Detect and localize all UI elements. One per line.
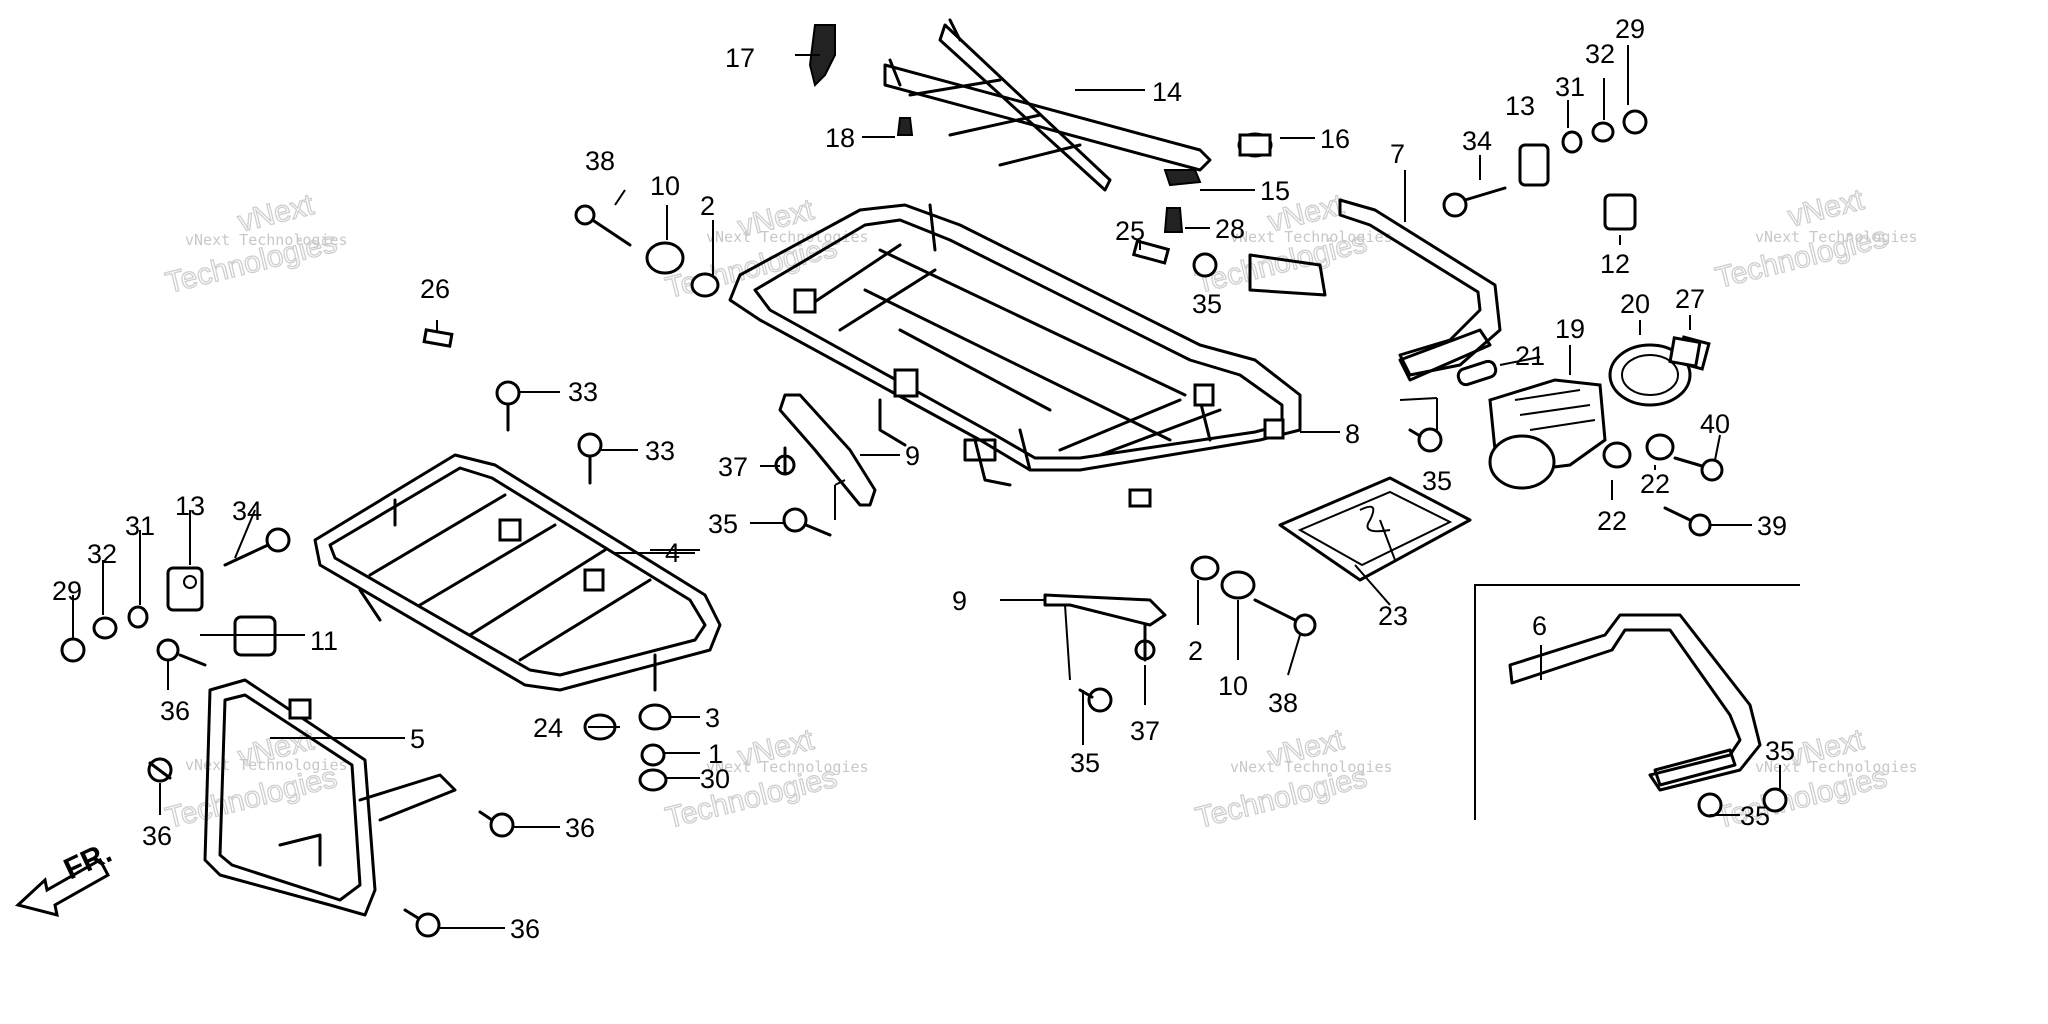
watermark-company: vNext Technologies bbox=[706, 758, 869, 776]
front-direction-arrow: FR. bbox=[14, 836, 117, 918]
callout-31: 31 bbox=[125, 511, 155, 541]
callout-33: 33 bbox=[645, 436, 675, 466]
callout-24: 24 bbox=[533, 713, 563, 743]
callout-17: 17 bbox=[725, 43, 755, 73]
callout-37: 37 bbox=[718, 452, 748, 482]
callout-29: 29 bbox=[1615, 14, 1645, 44]
callout-35: 35 bbox=[1422, 466, 1452, 496]
rear-guard bbox=[1248, 198, 1502, 382]
callout-32: 32 bbox=[87, 539, 117, 569]
callout-1: 1 bbox=[708, 739, 723, 769]
callout-33: 33 bbox=[568, 377, 598, 407]
watermark-company: vNext Technologies bbox=[1230, 758, 1393, 776]
callout-38: 38 bbox=[1268, 688, 1298, 718]
callout-9: 9 bbox=[952, 586, 967, 616]
callout-35: 35 bbox=[1192, 289, 1222, 319]
callout-10: 10 bbox=[1218, 671, 1248, 701]
front-guard bbox=[203, 678, 457, 917]
callout-3: 3 bbox=[705, 703, 720, 733]
rear-carrier-frame bbox=[728, 203, 1302, 508]
callout-12: 12 bbox=[1600, 249, 1630, 279]
callout-15: 15 bbox=[1260, 176, 1290, 206]
watermark-company: vNext Technologies bbox=[1230, 228, 1393, 246]
watermark-company: vNext Technologies bbox=[1755, 758, 1918, 776]
callout-22: 22 bbox=[1640, 469, 1670, 499]
front-carrier bbox=[313, 453, 722, 692]
watermark-company: vNext Technologies bbox=[185, 231, 348, 249]
watermark-company: vNext Technologies bbox=[1755, 228, 1918, 246]
watermark-company: vNext Technologies bbox=[185, 756, 348, 774]
callout-37: 37 bbox=[1130, 716, 1160, 746]
callout-11: 11 bbox=[310, 626, 338, 656]
callout-29: 29 bbox=[52, 576, 82, 606]
watermark-company: vNext Technologies bbox=[706, 228, 869, 246]
callout-39: 39 bbox=[1757, 511, 1787, 541]
callout-35: 35 bbox=[1740, 801, 1770, 831]
callout-36: 36 bbox=[160, 696, 190, 726]
callout-28: 28 bbox=[1215, 214, 1245, 244]
callout-27: 27 bbox=[1675, 284, 1705, 314]
callout-40: 40 bbox=[1700, 409, 1730, 439]
callout-35: 35 bbox=[1765, 736, 1795, 766]
callout-34: 34 bbox=[232, 496, 262, 526]
callout-31: 31 bbox=[1555, 72, 1585, 102]
callout-36: 36 bbox=[565, 813, 595, 843]
callout-14: 14 bbox=[1152, 77, 1182, 107]
callout-13: 13 bbox=[175, 491, 205, 521]
stays bbox=[778, 393, 1167, 627]
callout-22: 22 bbox=[1597, 506, 1627, 536]
callout-7: 7 bbox=[1390, 139, 1405, 169]
callout-21: 21 bbox=[1515, 341, 1545, 371]
callout-6: 6 bbox=[1532, 611, 1547, 641]
callout-2: 2 bbox=[1188, 636, 1203, 666]
callout-34: 34 bbox=[1462, 126, 1492, 156]
callout-5: 5 bbox=[410, 724, 425, 754]
callout-35: 35 bbox=[1070, 748, 1100, 778]
callout-13: 13 bbox=[1505, 91, 1535, 121]
watermark-word1: vNext bbox=[1785, 183, 1868, 234]
callout-23: 23 bbox=[1378, 601, 1408, 631]
callout-25: 25 bbox=[1115, 216, 1145, 246]
callout-10: 10 bbox=[650, 171, 680, 201]
callout-18: 18 bbox=[825, 123, 855, 153]
callout-19: 19 bbox=[1555, 314, 1585, 344]
callout-38: 38 bbox=[585, 146, 615, 176]
callout-30: 30 bbox=[700, 764, 730, 794]
callouts: 17 18 14 16 15 28 25 35 7 34 13 31 32 29… bbox=[52, 14, 1795, 944]
callout-36: 36 bbox=[510, 914, 540, 944]
tool-bag bbox=[1278, 476, 1472, 582]
callout-2: 2 bbox=[700, 191, 715, 221]
callout-32: 32 bbox=[1585, 39, 1615, 69]
small-parts bbox=[60, 24, 1788, 938]
callout-8: 8 bbox=[1345, 419, 1360, 449]
callout-9: 9 bbox=[905, 441, 920, 471]
callout-4: 4 bbox=[665, 538, 680, 568]
callout-26: 26 bbox=[420, 274, 450, 304]
leader-lines bbox=[72, 45, 1781, 929]
callout-20: 20 bbox=[1620, 289, 1650, 319]
callout-35: 35 bbox=[708, 509, 738, 539]
callout-36: 36 bbox=[142, 821, 172, 851]
callout-16: 16 bbox=[1320, 124, 1350, 154]
inset-box bbox=[1474, 584, 1800, 820]
rear-sub-frame bbox=[883, 18, 1212, 192]
